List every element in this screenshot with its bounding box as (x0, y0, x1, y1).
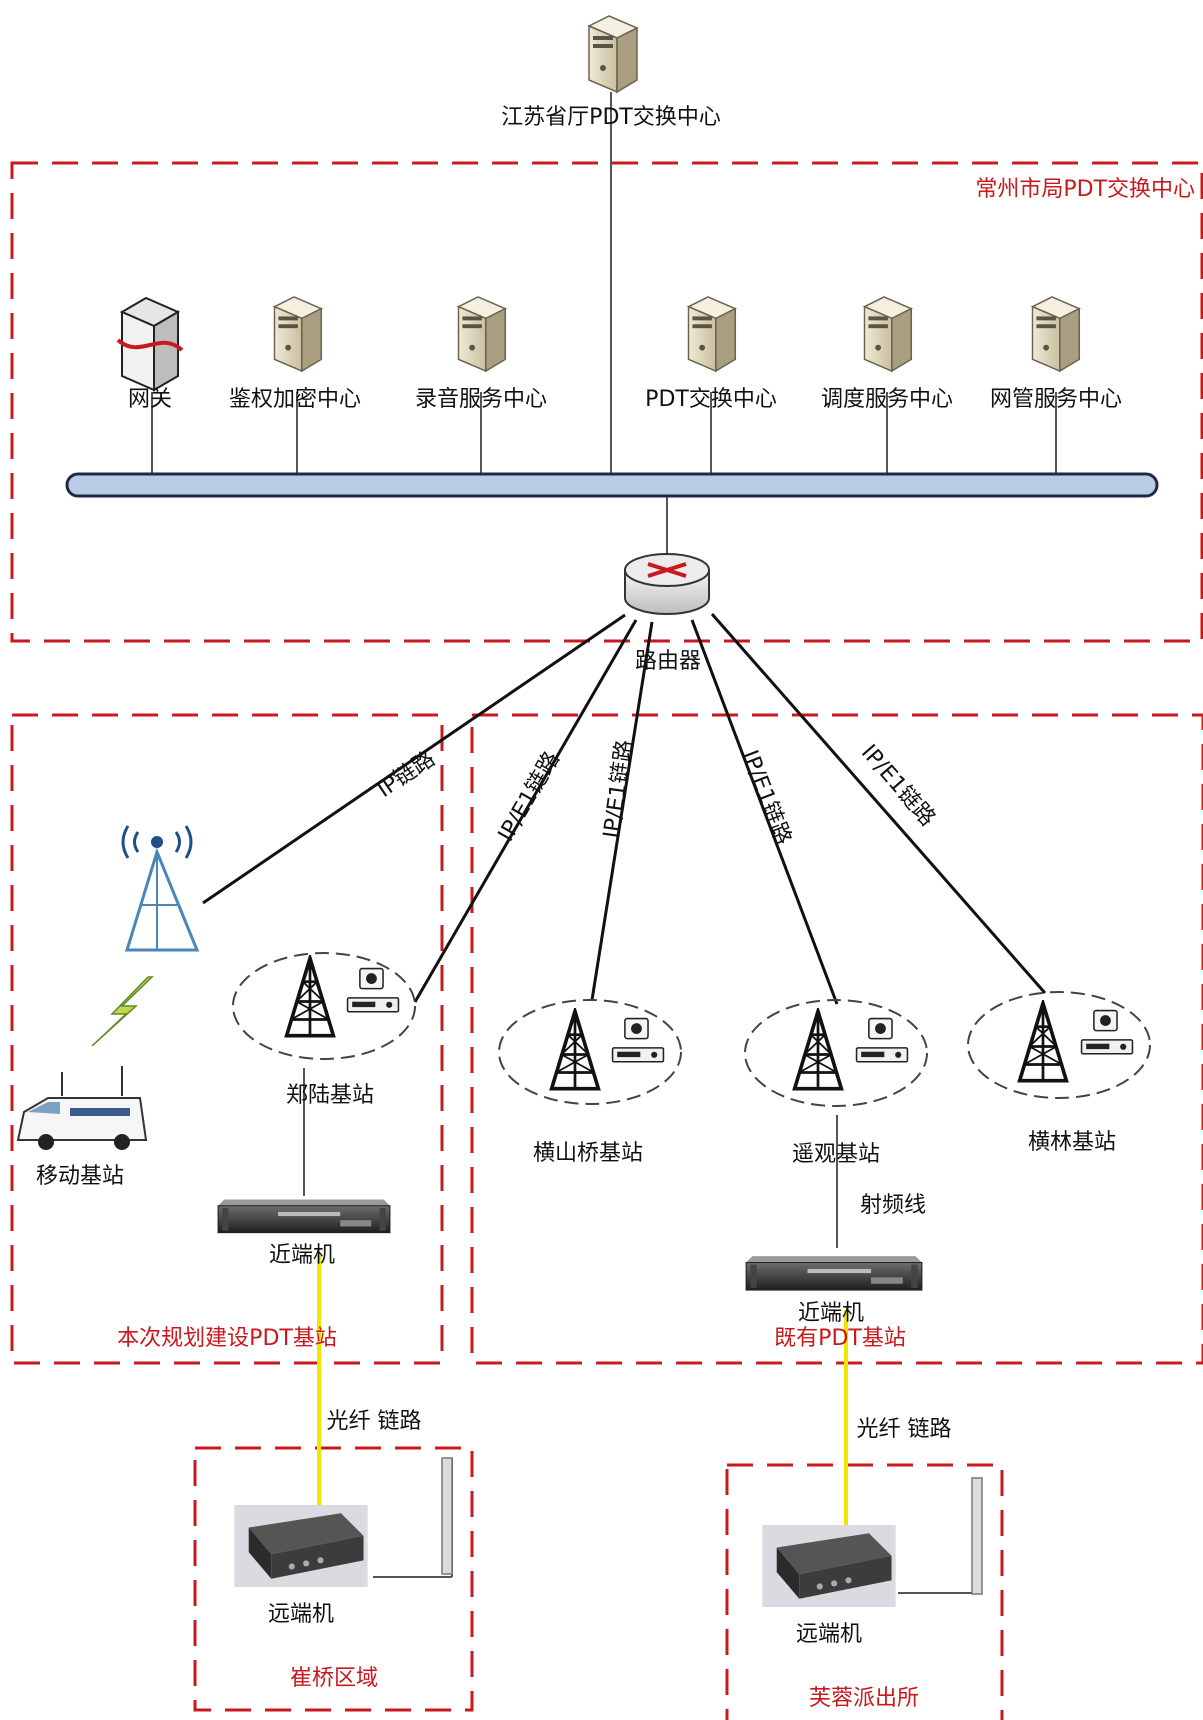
station-henglin-label: 横林基站 (1028, 1130, 1116, 1155)
router-icon (624, 553, 710, 615)
bts-equipment-icon (855, 1017, 909, 1063)
existing-region (470, 713, 1203, 1365)
ip-e1-link-label-4: IP/E1链路 (856, 740, 940, 831)
server-label-nms: 网管服务中心 (990, 387, 1122, 412)
existing-region-label: 既有PDT基站 (774, 1326, 906, 1351)
planned-region-label: 本次规划建设PDT基站 (117, 1326, 337, 1351)
server-label-auth: 鉴权加密中心 (229, 387, 361, 412)
tower-icon (284, 956, 336, 1038)
bts-equipment-icon (346, 967, 400, 1013)
station-hengshanqiao-label: 横山桥基站 (533, 1141, 643, 1166)
city-center-region-label: 常州市局PDT交换中心 (975, 177, 1195, 202)
fiber-link-label-1: 光纤 链路 (327, 1409, 422, 1434)
remote-region-label-2: 芙蓉派出所 (809, 1686, 919, 1711)
tower-icon (1017, 1001, 1069, 1083)
province-center-label: 江苏省厅PDT交换中心 (501, 105, 721, 130)
mobile-station-label: 移动基站 (36, 1164, 124, 1189)
server-icon (687, 296, 737, 372)
tower-icon (792, 1009, 844, 1091)
station-hengshanqiao-boundary (498, 999, 682, 1105)
network-bus (65, 472, 1159, 498)
ip-e1-link-label-2: IP/E1链路 (599, 738, 638, 840)
server-label-gateway: 网关 (128, 387, 172, 412)
server-icon (1031, 296, 1081, 372)
remote-unit-icon (234, 1505, 368, 1587)
server-label-recording: 录音服务中心 (415, 387, 547, 412)
remote-unit-label-1: 远端机 (268, 1602, 334, 1627)
station-yaoguan-boundary (744, 999, 928, 1107)
mobile-station-vehicle-icon (16, 1066, 148, 1150)
station-yaoguan-label: 遥观基站 (792, 1142, 880, 1167)
remote-unit-icon (762, 1525, 896, 1607)
mobile-tower-icon (121, 825, 200, 952)
server-label-pdt-switch: PDT交换中心 (645, 387, 777, 412)
city-center-region (10, 161, 1203, 643)
remote-region-2 (725, 1463, 1004, 1720)
near-end-label-2: 近端机 (798, 1301, 864, 1326)
planned-region (10, 713, 444, 1365)
ip-e1-link-label-1: IP/E1链路 (494, 748, 565, 846)
near-end-label-1: 近端机 (269, 1243, 335, 1268)
ip-e1-link-label-3: IP/E1链路 (737, 747, 796, 848)
server-icon (457, 296, 507, 372)
remote-region-1 (193, 1446, 474, 1712)
fiber-link-label-2: 光纤 链路 (857, 1417, 952, 1442)
gateway-server-icon (116, 296, 184, 392)
antenna-icon (441, 1457, 453, 1575)
ip-links (202, 613, 1047, 1005)
bts-equipment-icon (611, 1017, 665, 1063)
station-henglin-boundary (967, 991, 1151, 1099)
server-label-dispatch: 调度服务中心 (821, 387, 953, 412)
ip-link-label: IP链路 (373, 746, 440, 802)
near-end-unit-icon (217, 1198, 391, 1234)
province-server-icon (588, 15, 638, 93)
bts-equipment-icon (1080, 1009, 1134, 1055)
station-zhenglu-boundary (232, 952, 416, 1060)
near-end-unit-icon (745, 1255, 923, 1291)
remote-unit-label-2: 远端机 (796, 1622, 862, 1647)
fiber-links (317, 1255, 848, 1525)
router-label: 路由器 (635, 649, 701, 674)
server-icon (863, 296, 913, 372)
antenna-icon (971, 1477, 983, 1595)
station-zhenglu-label: 郑陆基站 (286, 1083, 374, 1108)
server-icon (273, 296, 323, 372)
wireless-signal-icon (91, 976, 154, 1047)
tower-icon (549, 1009, 601, 1091)
rf-cable-label: 射频线 (860, 1193, 926, 1218)
remote-region-label-1: 崔桥区域 (290, 1666, 378, 1691)
